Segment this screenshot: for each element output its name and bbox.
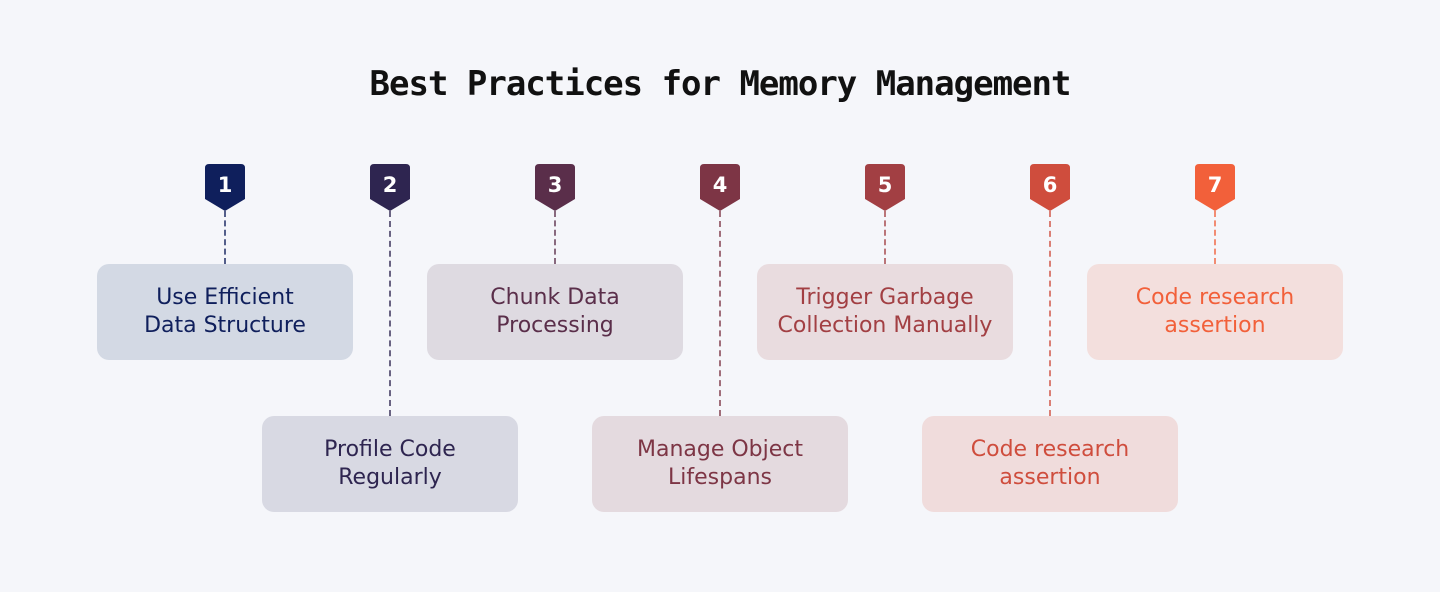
- step-label: Profile Code Regularly: [324, 437, 456, 490]
- step-card: Code research assertion: [922, 416, 1178, 512]
- step-marker-badge: 3: [535, 164, 575, 211]
- step-marker-badge: 1: [205, 164, 245, 211]
- step-number: 7: [1207, 173, 1223, 197]
- step-marker-badge: 7: [1195, 164, 1235, 211]
- step-label: Chunk Data Processing: [490, 285, 620, 338]
- step-card: Manage Object Lifespans: [592, 416, 848, 512]
- step-number: 6: [1042, 173, 1058, 197]
- step-card: Code research assertion: [1087, 264, 1343, 360]
- step-number: 2: [382, 173, 398, 197]
- step-card: Use Efficient Data Structure: [97, 264, 353, 360]
- step-connector-line: [554, 211, 556, 264]
- step-label: Trigger Garbage Collection Manually: [777, 285, 993, 338]
- step-marker-badge: 5: [865, 164, 905, 211]
- step-connector-line: [389, 211, 391, 416]
- step-label: Code research assertion: [1135, 285, 1295, 338]
- badge-shape-icon: [205, 164, 245, 211]
- badge-shape-icon: [865, 164, 905, 211]
- step-number: 1: [217, 173, 233, 197]
- badge-shape-icon: [535, 164, 575, 211]
- step-connector-line: [224, 211, 226, 264]
- step-marker-badge: 2: [370, 164, 410, 211]
- step-card: Profile Code Regularly: [262, 416, 518, 512]
- step-card: Trigger Garbage Collection Manually: [757, 264, 1013, 360]
- step-card: Chunk Data Processing: [427, 264, 683, 360]
- badge-shape-icon: [1195, 164, 1235, 211]
- step-marker-badge: 4: [700, 164, 740, 211]
- diagram-title: Best Practices for Memory Management: [369, 64, 1072, 104]
- step-connector-line: [719, 211, 721, 416]
- step-marker-badge: 6: [1030, 164, 1070, 211]
- step-label: Use Efficient Data Structure: [144, 285, 306, 338]
- step-connector-line: [1049, 211, 1051, 416]
- step-label: Code research assertion: [970, 437, 1130, 490]
- step-label: Manage Object Lifespans: [636, 437, 804, 490]
- badge-shape-icon: [1030, 164, 1070, 211]
- badge-shape-icon: [370, 164, 410, 211]
- step-number: 4: [712, 173, 728, 197]
- badge-shape-icon: [700, 164, 740, 211]
- step-connector-line: [884, 211, 886, 264]
- step-number: 5: [877, 173, 893, 197]
- step-number: 3: [547, 173, 563, 197]
- step-connector-line: [1214, 211, 1216, 264]
